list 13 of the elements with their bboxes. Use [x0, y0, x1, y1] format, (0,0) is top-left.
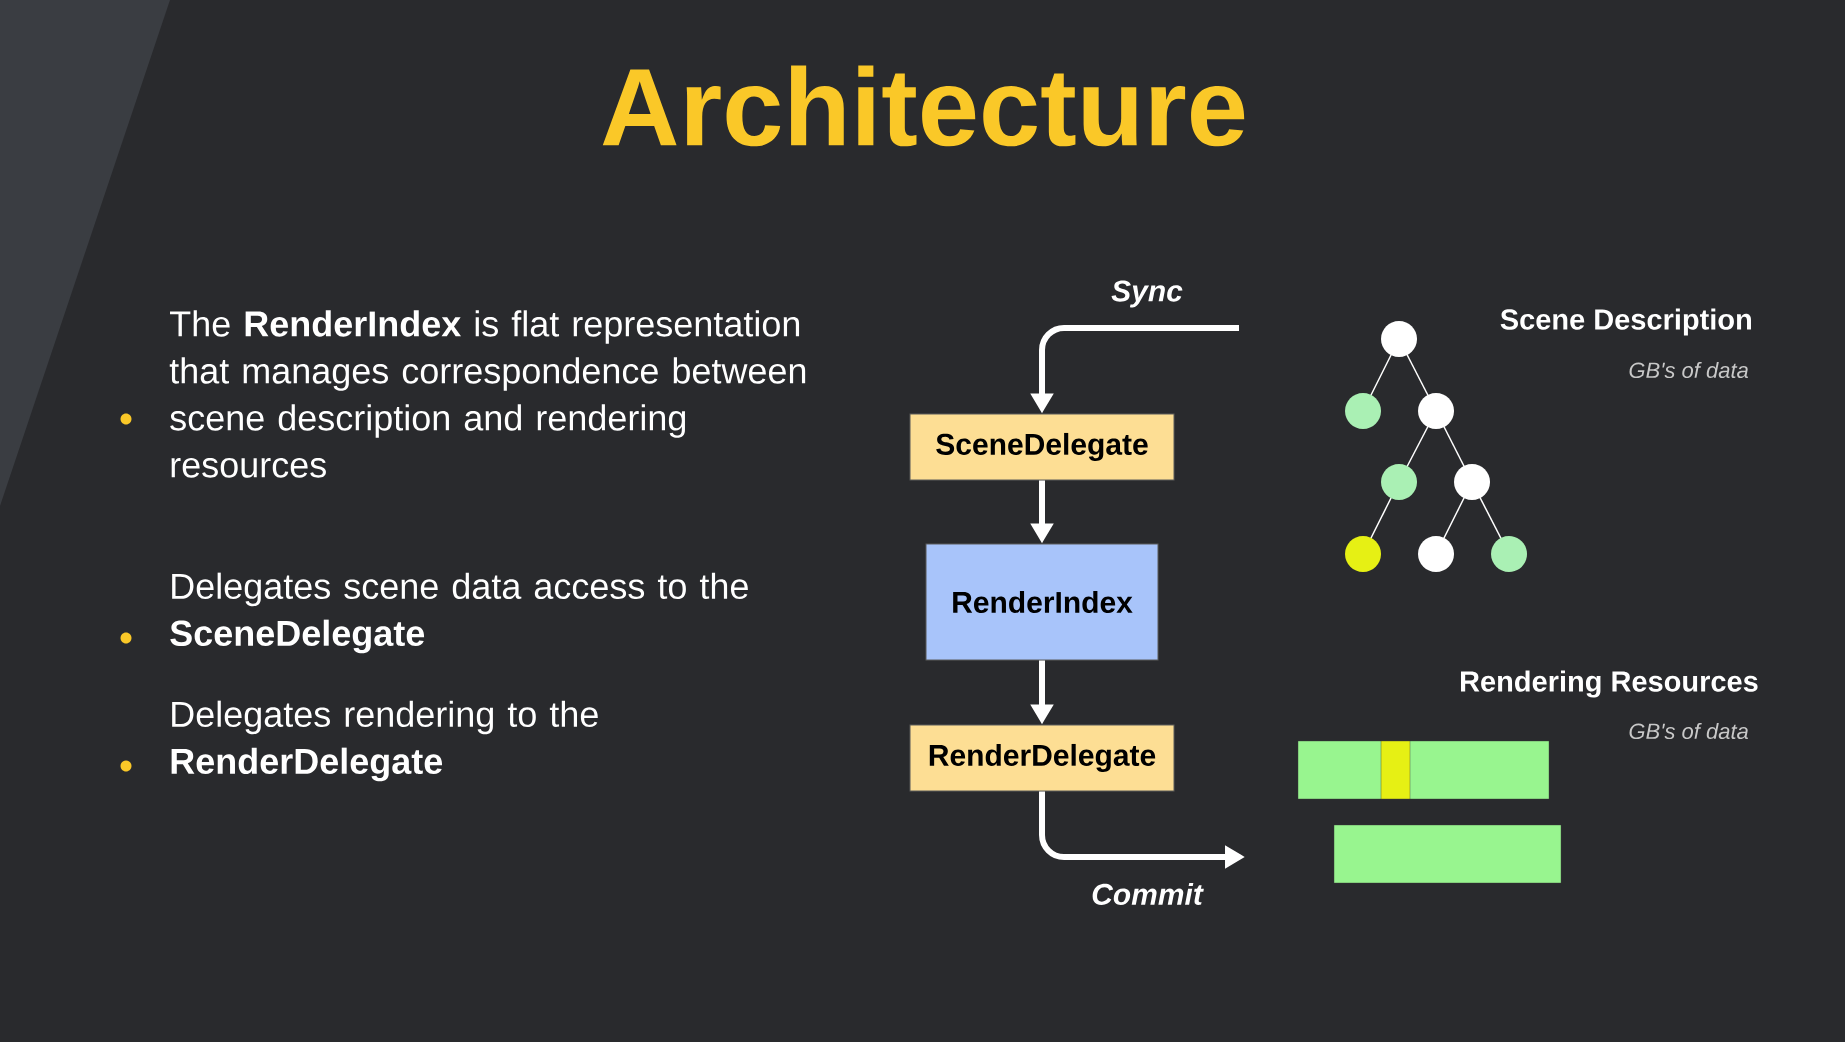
index-box: RenderIndex: [925, 543, 1159, 661]
edge-label: Commit: [1092, 883, 1204, 905]
delegate-box: RenderDelegate: [909, 724, 1175, 792]
edge-label: Sync: [1111, 280, 1183, 308]
slide-title: Architecture: [602, 65, 1245, 147]
section-heading: Rendering Resources: [1461, 670, 1758, 698]
bullet-text: Delegates scene data access to the SceneDelegate: [170, 572, 748, 654]
bullet-text: Delegates rendering to the RenderDelegate: [171, 700, 598, 782]
note-text: GB's of data: [1629, 361, 1749, 379]
delegate-box: SceneDelegate: [909, 413, 1175, 481]
section-heading: Scene Description: [1500, 308, 1751, 336]
bullet-text: The RenderIndex is flat representation that manages correspondence between scene description and rendering resources: [169, 310, 806, 478]
note-text: GB's of data: [1629, 722, 1749, 740]
